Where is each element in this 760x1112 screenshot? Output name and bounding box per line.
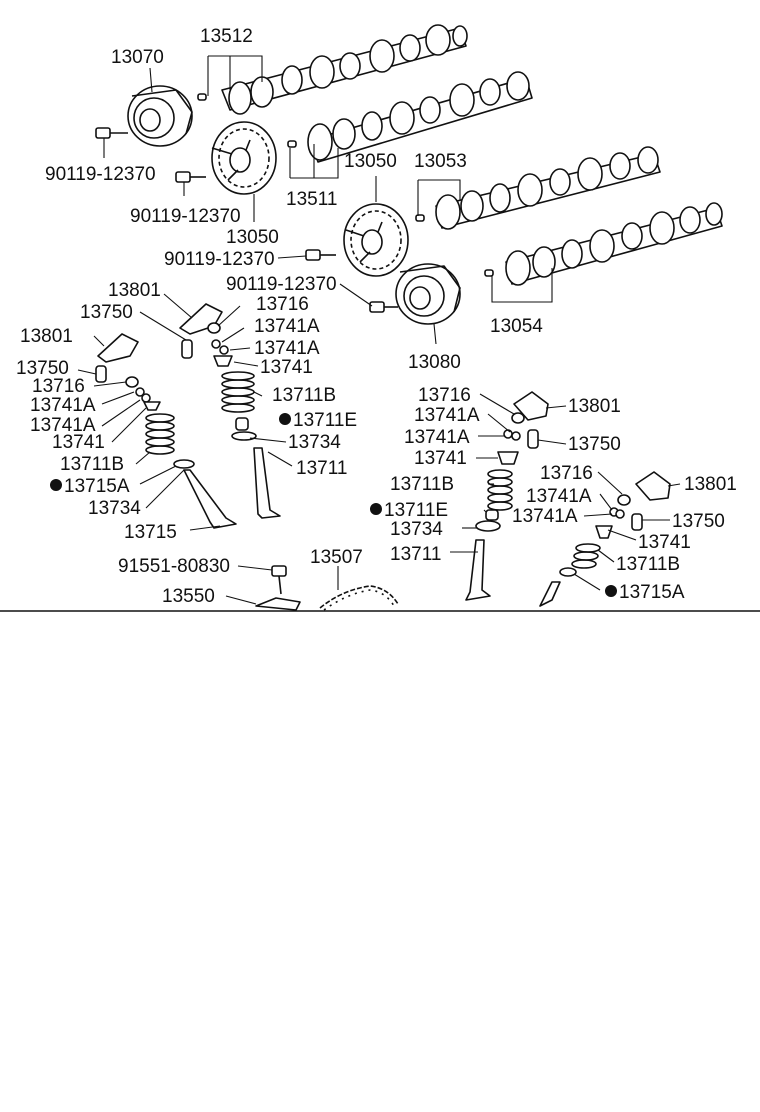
part-labels: 13070 13512 90119-12370 90119-12370 1305…: [16, 26, 737, 607]
label-13054: 13054: [490, 316, 543, 337]
label-13716-d: 13716: [540, 463, 593, 484]
label-13750-d: 13750: [672, 511, 725, 532]
label-13716-a: 13716: [256, 294, 309, 315]
label-90119-12370-b: 90119-12370: [130, 206, 241, 227]
vvt-gear-13070: [127, 85, 193, 147]
label-13741A-g: 13741A: [526, 486, 592, 507]
label-13711B-d: 13711B: [616, 554, 680, 575]
bolt-90119-3: [305, 249, 336, 261]
bolt-90119-1: [95, 127, 128, 139]
label-13741-a: 13741: [260, 357, 313, 378]
label-13801-d: 13801: [684, 474, 737, 495]
vvt-gear-13080: [395, 263, 461, 325]
bolt-91551-80830: [271, 565, 287, 595]
label-13716-b: 13716: [32, 376, 85, 397]
label-13750-b: 13750: [16, 358, 69, 379]
leader-lines: [77, 55, 681, 605]
camshaft-13053: [415, 146, 661, 230]
label-13715A-a: 13715A: [64, 476, 130, 497]
label-13716-c: 13716: [418, 385, 471, 406]
label-13801-b: 13801: [20, 326, 73, 347]
bullet-13711E-a: [279, 413, 291, 425]
label-90119-12370-a: 90119-12370: [45, 164, 156, 185]
camshaft-13511: [287, 71, 533, 163]
label-13507: 13507: [310, 547, 363, 568]
label-13711B-c: 13711B: [390, 474, 454, 495]
label-13741A-c: 13741A: [30, 395, 96, 416]
label-13801-c: 13801: [568, 396, 621, 417]
label-91551-80830: 91551-80830: [118, 556, 230, 577]
label-13734-b: 13734: [88, 498, 141, 519]
label-13711-a: 13711: [296, 458, 347, 479]
label-13050-left: 13050: [226, 227, 279, 248]
label-13741A-a: 13741A: [254, 316, 320, 337]
sprocket-13050-left: [211, 121, 277, 195]
label-13715: 13715: [124, 522, 177, 543]
label-13512: 13512: [200, 26, 253, 47]
label-13711E-a: 13711E: [293, 410, 357, 431]
label-13741A-h: 13741A: [512, 506, 578, 527]
label-13711B-b: 13711B: [60, 454, 124, 475]
bolt-90119-4: [369, 301, 398, 313]
label-13734-a: 13734: [288, 432, 341, 453]
label-13053: 13053: [414, 151, 467, 172]
label-13070: 13070: [111, 47, 164, 68]
bullet-13715A-a: [50, 479, 62, 491]
label-13734-c: 13734: [390, 519, 443, 540]
label-13080: 13080: [408, 352, 461, 373]
label-90119-12370-d: 90119-12370: [226, 274, 337, 295]
label-13741-c: 13741: [414, 448, 467, 469]
camshaft-13512: [197, 24, 468, 115]
label-13741A-f: 13741A: [404, 427, 470, 448]
bullet-13711E-b: [370, 503, 382, 515]
label-13711E-b: 13711E: [384, 500, 448, 521]
valve-assembly-right: [465, 391, 671, 607]
label-13711B-a: 13711B: [272, 385, 336, 406]
label-13750-a: 13750: [80, 302, 133, 323]
label-13750-c: 13750: [568, 434, 621, 455]
bolt-90119-2: [175, 171, 206, 183]
label-90119-12370-c: 90119-12370: [164, 249, 275, 270]
label-13050-right: 13050: [344, 151, 397, 172]
timing-chain-13507: [319, 585, 399, 611]
label-13801-a: 13801: [108, 280, 161, 301]
label-13550: 13550: [162, 586, 215, 607]
label-13741-b: 13741: [52, 432, 105, 453]
label-13741A-e: 13741A: [414, 405, 480, 426]
label-13741A-d: 13741A: [30, 415, 96, 436]
chain-tensioner-13550: [255, 597, 301, 611]
bullet-13715A-b: [605, 585, 617, 597]
label-13711-b: 13711: [390, 544, 441, 565]
label-13715A-b: 13715A: [619, 582, 685, 603]
sprocket-13050-right: [343, 203, 409, 277]
label-13741A-b: 13741A: [254, 338, 320, 359]
label-13741-d: 13741: [638, 532, 691, 553]
camshaft-13054: [484, 202, 723, 286]
label-13511: 13511: [286, 189, 337, 210]
